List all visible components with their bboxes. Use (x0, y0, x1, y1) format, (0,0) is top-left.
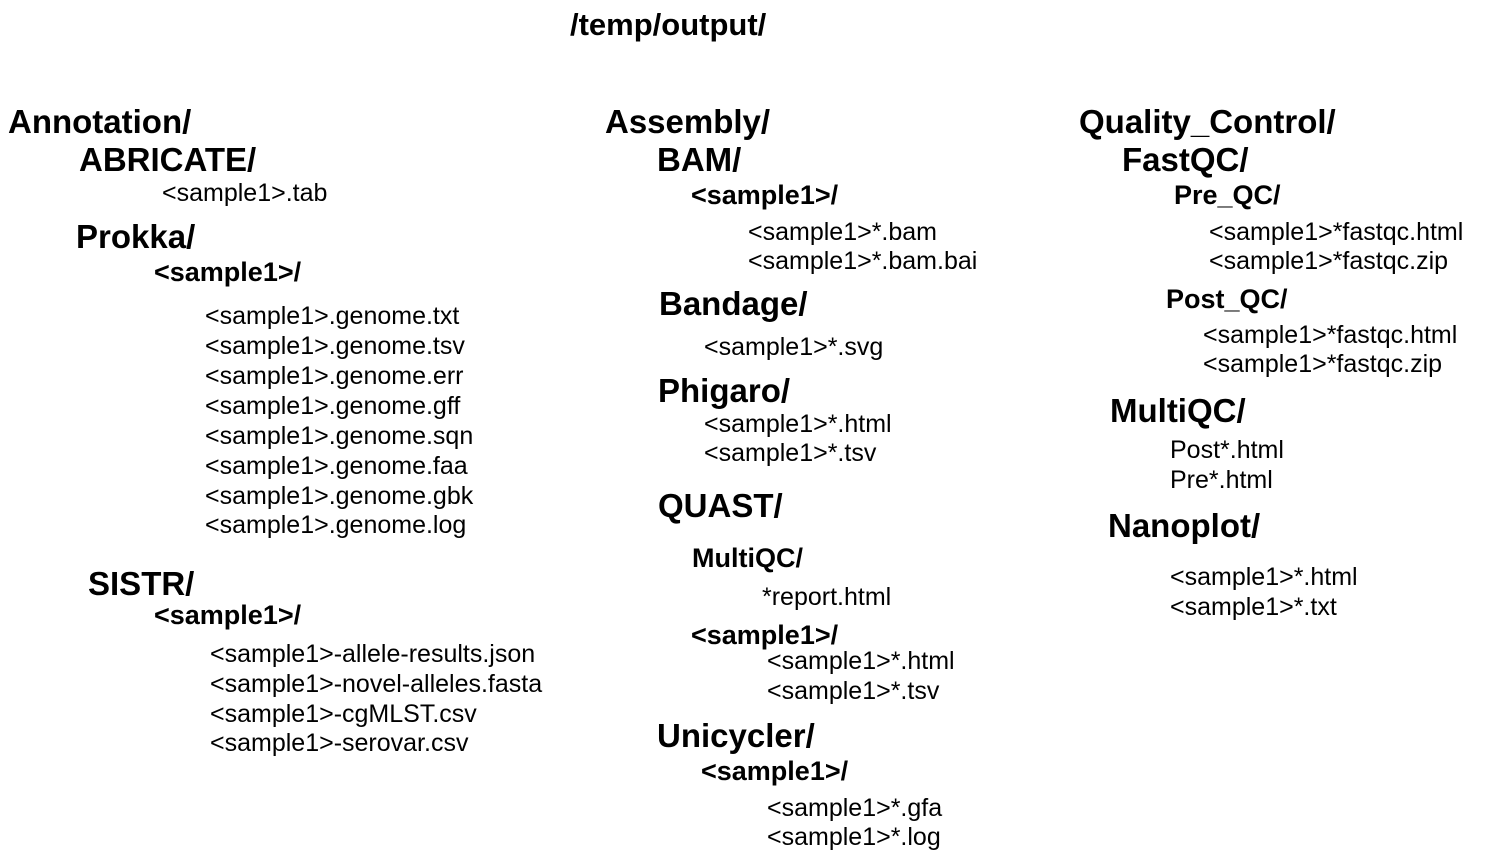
prokka-sample-folder-label: <sample1>/ (154, 257, 302, 287)
prokka-file: <sample1>.genome.gbk (205, 482, 474, 510)
nanoplot-folder-label: Nanoplot/ (1108, 507, 1261, 544)
multiqc-file: Post*.html (1170, 436, 1284, 464)
quast-sample-folder-label: <sample1>/ (691, 620, 839, 650)
prokka-file: <sample1>.genome.sqn (205, 422, 474, 450)
nanoplot-file: <sample1>*.html (1170, 563, 1358, 591)
bandage-file: <sample1>*.svg (704, 333, 884, 361)
post-qc-file: <sample1>*fastqc.zip (1203, 350, 1443, 378)
prokka-file: <sample1>.genome.log (205, 511, 467, 539)
bam-sample-folder-label: <sample1>/ (691, 180, 839, 210)
abricate-file: <sample1>.tab (162, 179, 328, 207)
unicycler-file: <sample1>*.gfa (767, 794, 943, 822)
root-folder-label: /temp/output/ (570, 7, 767, 42)
sistr-file: <sample1>-serovar.csv (210, 729, 469, 757)
nanoplot-file: <sample1>*.txt (1170, 593, 1337, 621)
sistr-file: <sample1>-allele-results.json (210, 640, 536, 668)
multiqc-file: Pre*.html (1170, 466, 1273, 494)
bam-file: <sample1>*.bam (748, 218, 938, 246)
unicycler-sample-folder-label: <sample1>/ (701, 756, 849, 786)
sistr-folder-label: SISTR/ (88, 565, 195, 602)
pre-qc-file: <sample1>*fastqc.html (1209, 218, 1464, 246)
quality-control-folder-label: Quality_Control/ (1079, 103, 1336, 140)
prokka-file: <sample1>.genome.faa (205, 452, 468, 480)
unicycler-folder-label: Unicycler/ (657, 717, 815, 754)
quast-folder-label: QUAST/ (658, 487, 783, 524)
phigaro-file: <sample1>*.tsv (704, 439, 877, 467)
bam-file: <sample1>*.bam.bai (748, 247, 978, 275)
prokka-file: <sample1>.genome.tsv (205, 332, 465, 360)
pre-qc-folder-label: Pre_QC/ (1174, 180, 1281, 210)
annotation-folder-label: Annotation/ (8, 103, 192, 140)
quast-multiqc-file: *report.html (762, 583, 892, 611)
prokka-file: <sample1>.genome.gff (205, 392, 461, 420)
unicycler-file: <sample1>*.log (767, 823, 941, 851)
fastqc-folder-label: FastQC/ (1122, 141, 1249, 178)
sistr-sample-folder-label: <sample1>/ (154, 600, 302, 630)
multiqc-folder-label: MultiQC/ (1110, 392, 1246, 429)
phigaro-file: <sample1>*.html (704, 410, 892, 438)
prokka-file: <sample1>.genome.txt (205, 302, 460, 330)
sistr-file: <sample1>-cgMLST.csv (210, 700, 477, 728)
quast-file: <sample1>*.tsv (767, 677, 940, 705)
abricate-folder-label: ABRICATE/ (79, 141, 257, 178)
quast-multiqc-folder-label: MultiQC/ (692, 543, 803, 573)
post-qc-file: <sample1>*fastqc.html (1203, 321, 1458, 349)
post-qc-folder-label: Post_QC/ (1166, 284, 1288, 314)
phigaro-folder-label: Phigaro/ (658, 372, 791, 409)
sistr-file: <sample1>-novel-alleles.fasta (210, 670, 543, 698)
prokka-folder-label: Prokka/ (76, 218, 196, 255)
bandage-folder-label: Bandage/ (659, 285, 808, 322)
bam-folder-label: BAM/ (657, 141, 742, 178)
quast-file: <sample1>*.html (767, 647, 955, 675)
pre-qc-file: <sample1>*fastqc.zip (1209, 247, 1449, 275)
prokka-file: <sample1>.genome.err (205, 362, 464, 390)
assembly-folder-label: Assembly/ (605, 103, 771, 140)
